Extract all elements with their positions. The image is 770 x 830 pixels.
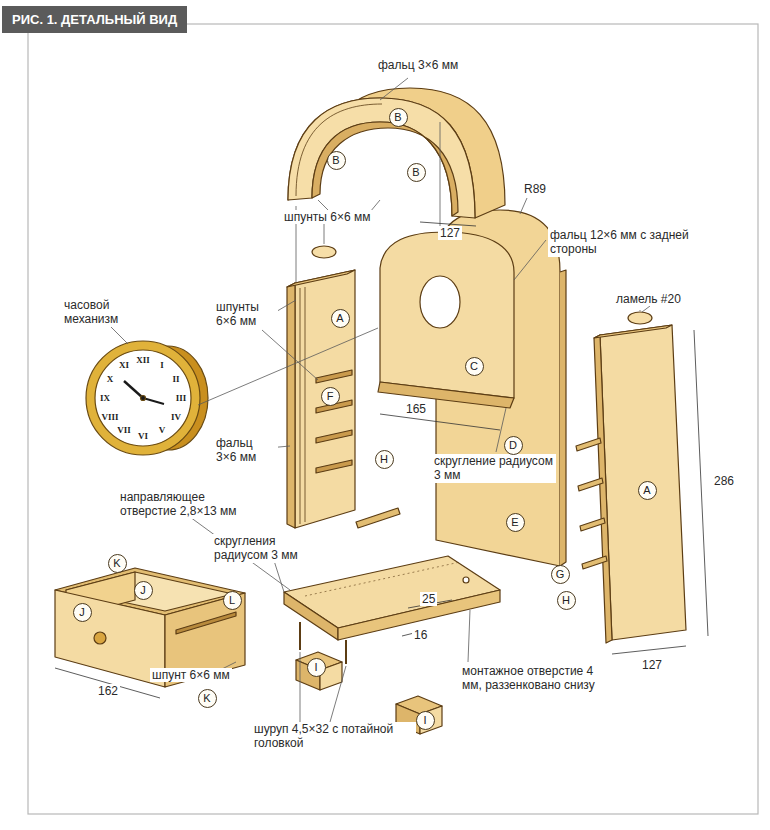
part-letter-text: H [380, 454, 388, 465]
part-letter: J [134, 581, 153, 600]
part-letter-text: B [412, 167, 419, 178]
part-letter: K [108, 554, 127, 573]
callout-note: шпунты 6×6 мм [282, 210, 386, 224]
dimension-label: 165 [404, 402, 428, 416]
part-letter-text: K [113, 558, 120, 569]
part-letter-text: G [556, 569, 565, 580]
clock-numeral: XI [119, 361, 129, 370]
figure-title: РИС. 1. ДЕТАЛЬНЫЙ ВИД [2, 6, 187, 33]
callout-note: фальц 12×6 мм с задней стороны [548, 228, 702, 257]
part-letter: B [327, 151, 346, 170]
part-letter: E [506, 513, 525, 532]
callout-note: шпунты 6×6 мм [214, 300, 278, 329]
clock-numeral: VIII [102, 413, 119, 422]
clock-numeral: I [160, 361, 164, 370]
clock-numeral: VI [138, 432, 148, 441]
part-letter-text: A [643, 485, 650, 496]
dimension-label: 16 [412, 628, 429, 642]
part-letter-text: I [314, 662, 317, 673]
frame [28, 24, 758, 814]
part-letter: K [198, 689, 217, 708]
clock-numeral: VII [117, 426, 131, 435]
part-letter: J [73, 603, 92, 622]
part-letter-text: L [229, 595, 235, 606]
clock-numeral: III [176, 394, 187, 403]
callout-note: скругление радиусом 3 мм [432, 454, 556, 483]
part-letter-text: J [140, 585, 146, 596]
clock-numeral: IV [171, 413, 181, 422]
callout-note: шпунт 6×6 мм [150, 668, 232, 682]
callout-note: фальц 3×6 мм [376, 58, 460, 72]
clock-numeral: II [172, 375, 179, 384]
part-letter: H [557, 591, 576, 610]
part-letter: G [551, 565, 570, 584]
callout-note: фальц 3×6 мм [214, 436, 278, 465]
clock-numeral: XII [136, 356, 150, 365]
clock-numeral: V [159, 426, 166, 435]
dimension-label: 162 [96, 684, 120, 698]
part-letter-text: F [327, 391, 334, 402]
part-letter-text: A [336, 313, 343, 324]
dimension-label: 25 [420, 592, 437, 606]
part-letter-text: E [511, 517, 518, 528]
part-letter-text: B [394, 112, 401, 123]
part-letter-text: C [470, 361, 478, 372]
part-letter: B [389, 108, 408, 127]
callout-note: скругления радиусом 3 мм [212, 534, 312, 563]
dimension-label: 286 [712, 474, 736, 488]
part-letter: I [307, 658, 326, 677]
part-letter: L [223, 591, 242, 610]
dimension-label: 127 [640, 658, 664, 672]
part-letter: D [504, 436, 523, 455]
part-letter: B [407, 163, 426, 182]
clock-numeral: IX [100, 394, 110, 403]
part-letter-text: I [423, 715, 426, 726]
part-letter-text: J [79, 607, 85, 618]
callout-note: часовой механизм [62, 298, 146, 327]
callout-note: монтажное отверстие 4 мм, раззенковано с… [460, 664, 614, 693]
part-letter-text: D [509, 440, 517, 451]
part-letter: F [321, 387, 340, 406]
part-letter-text: B [332, 155, 339, 166]
part-letter: C [465, 357, 484, 376]
clock-numeral: X [107, 375, 114, 384]
part-letter-text: H [562, 595, 570, 606]
part-letter: A [331, 309, 350, 328]
part-letter-text: K [203, 693, 210, 704]
callout-note: ламель #20 [614, 292, 683, 306]
dimension-label: R89 [522, 182, 548, 196]
callout-note: шуруп 4,5×32 с потайной головкой [252, 722, 416, 751]
part-letter: I [416, 711, 435, 730]
part-letter: H [375, 450, 394, 469]
callout-note: направляющее отверстие 2,8×13 мм [118, 490, 262, 519]
part-letter: A [638, 481, 657, 500]
dimension-label: 127 [438, 226, 462, 240]
